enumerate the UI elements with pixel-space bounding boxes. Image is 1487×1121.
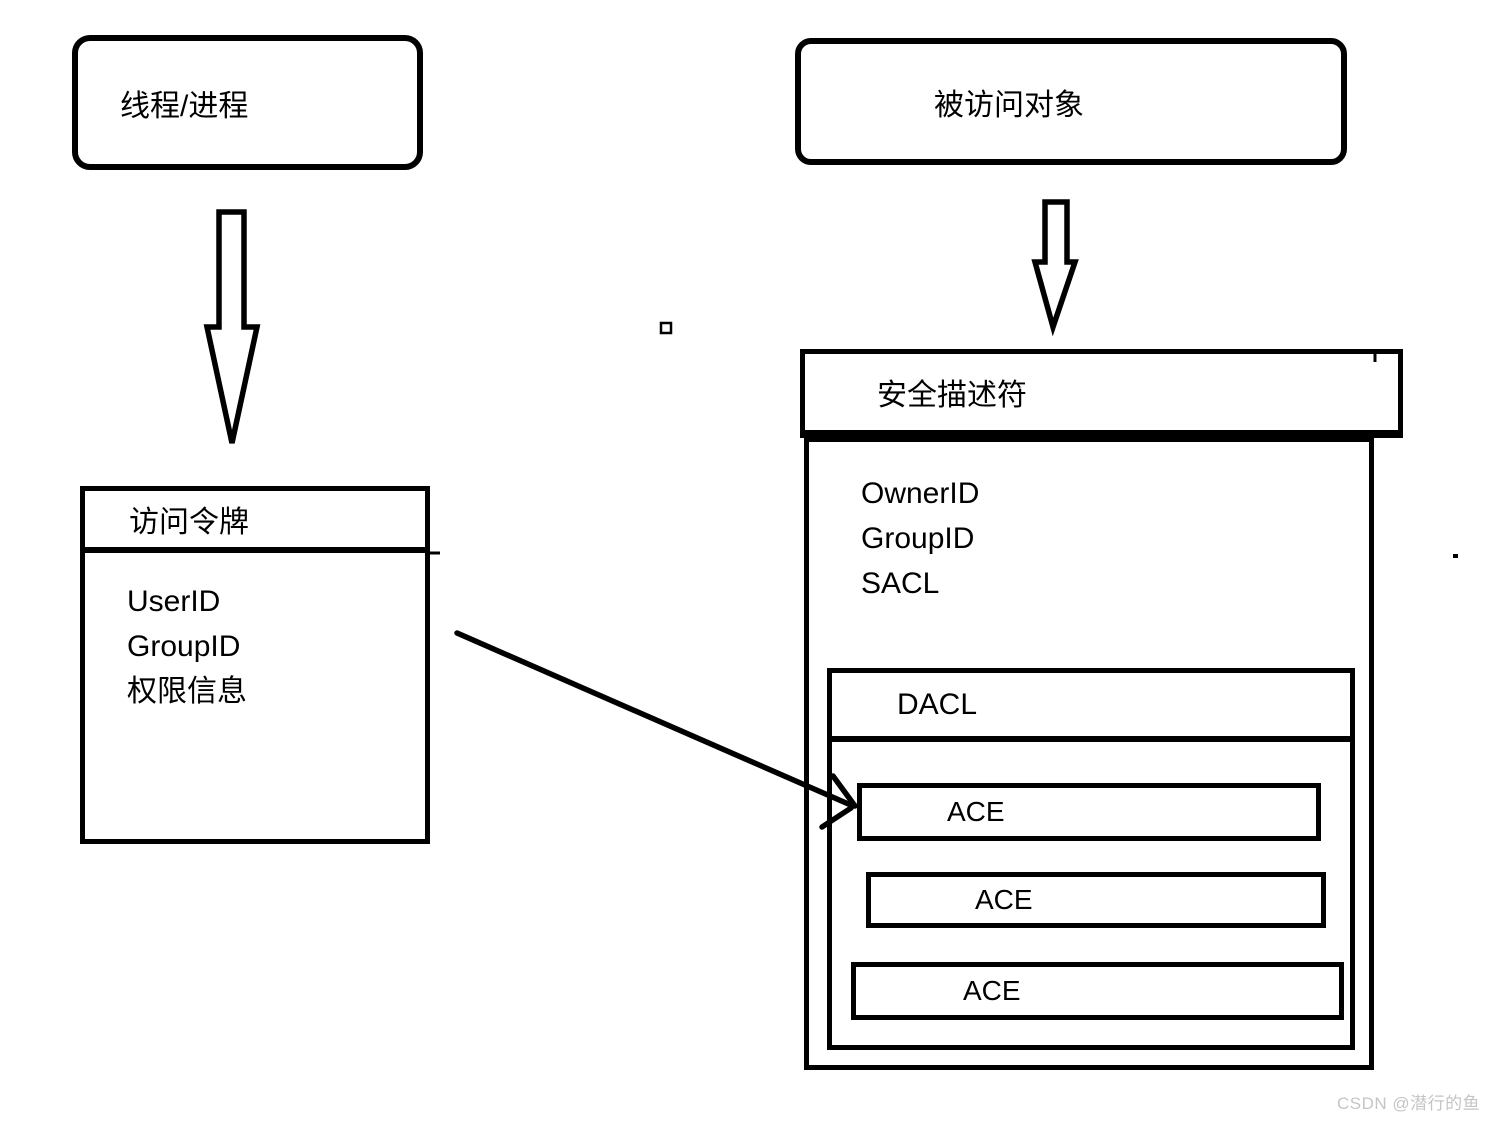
- access-token-node: 访问令牌 UserID GroupID 权限信息: [80, 486, 430, 844]
- thread-process-label: 线程/进程: [120, 89, 249, 123]
- sd-field-ownerid: OwnerID: [861, 477, 980, 510]
- access-token-body: UserID GroupID 权限信息: [85, 553, 425, 714]
- access-token-field-groupid: GroupID: [127, 630, 241, 663]
- security-descriptor-body: OwnerID GroupID SACL DACL ACE ACE ACE: [804, 437, 1374, 1070]
- ace-entry-1: ACE: [857, 783, 1321, 841]
- ace-entry-2-label: ACE: [975, 884, 1033, 915]
- ace-entry-3: ACE: [851, 962, 1344, 1020]
- ace-entry-3-label: ACE: [963, 975, 1021, 1006]
- access-token-header: 访问令牌: [85, 491, 425, 553]
- security-descriptor-header: 安全描述符: [800, 349, 1403, 438]
- access-token-field-permissions: 权限信息: [127, 675, 247, 708]
- ace-entry-1-label: ACE: [947, 796, 1005, 827]
- access-token-field-userid: UserID: [127, 585, 221, 618]
- dacl-header: DACL: [832, 673, 1350, 742]
- thread-process-node: 线程/进程: [72, 35, 423, 170]
- security-descriptor-fields: OwnerID GroupID SACL: [809, 442, 1369, 606]
- dacl-node: DACL ACE ACE ACE: [827, 668, 1355, 1050]
- token-to-ace-arrow-icon: [454, 630, 858, 830]
- small-square-artifact: [659, 321, 673, 335]
- small-dot-artifact: [1453, 554, 1458, 558]
- security-descriptor-title: 安全描述符: [877, 379, 1027, 412]
- sd-field-sacl: SACL: [861, 567, 940, 600]
- sd-field-groupid: GroupID: [861, 522, 975, 555]
- watermark: CSDN @潜行的鱼: [1337, 1094, 1481, 1113]
- down-arrow-icon: [203, 209, 261, 444]
- accessed-object-label: 被访问对象: [934, 88, 1084, 122]
- down-arrow-icon: [1031, 199, 1079, 337]
- accessed-object-node: 被访问对象: [795, 38, 1347, 165]
- dacl-title: DACL: [897, 687, 978, 721]
- access-token-title: 访问令牌: [129, 506, 249, 539]
- ace-entry-2: ACE: [866, 872, 1326, 928]
